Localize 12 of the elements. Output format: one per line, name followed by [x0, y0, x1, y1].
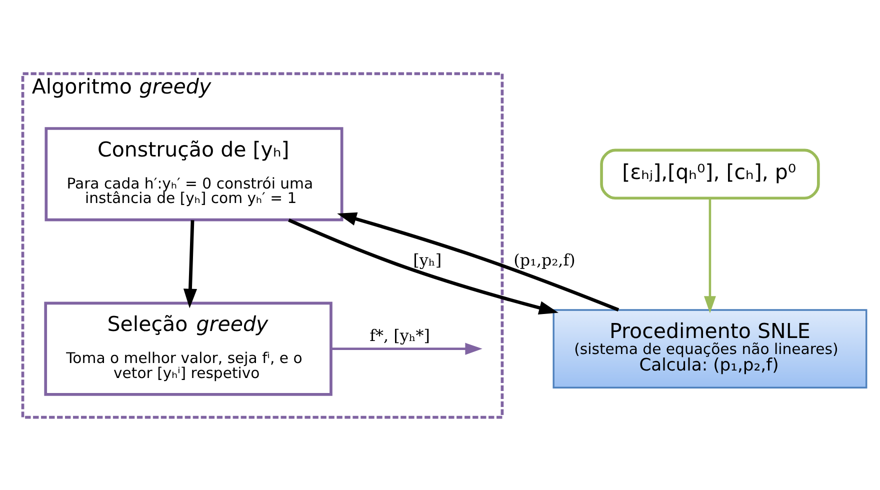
node-box: Construção de [yₕ] Para cada h′:yₕ′ = 0 constrói uma instância de [yₕ] com yₕ′ = 1 [44, 126, 344, 221]
arrow [704, 198, 716, 313]
arrow [331, 342, 482, 354]
arrow [183, 220, 198, 308]
edge-label: (p₁,p₂,f) [514, 250, 576, 270]
node-box: Seleção greedy Toma o melhor valor, seja fⁱ, e o vetor [yₕⁱ] respetivo [44, 301, 332, 396]
node-box: [εₕⱼ],[qₕ⁰], [cₕ], p⁰ [600, 148, 820, 200]
edge-label: f*, [yₕ*] [370, 326, 430, 345]
edge-label: [yₕ] [413, 250, 442, 270]
node-box: Procedimento SNLE (sistema de equações não lineares) Calcula: (p₁,p₂,f) [552, 308, 868, 388]
arrow [337, 212, 620, 311]
arrow [288, 218, 558, 314]
